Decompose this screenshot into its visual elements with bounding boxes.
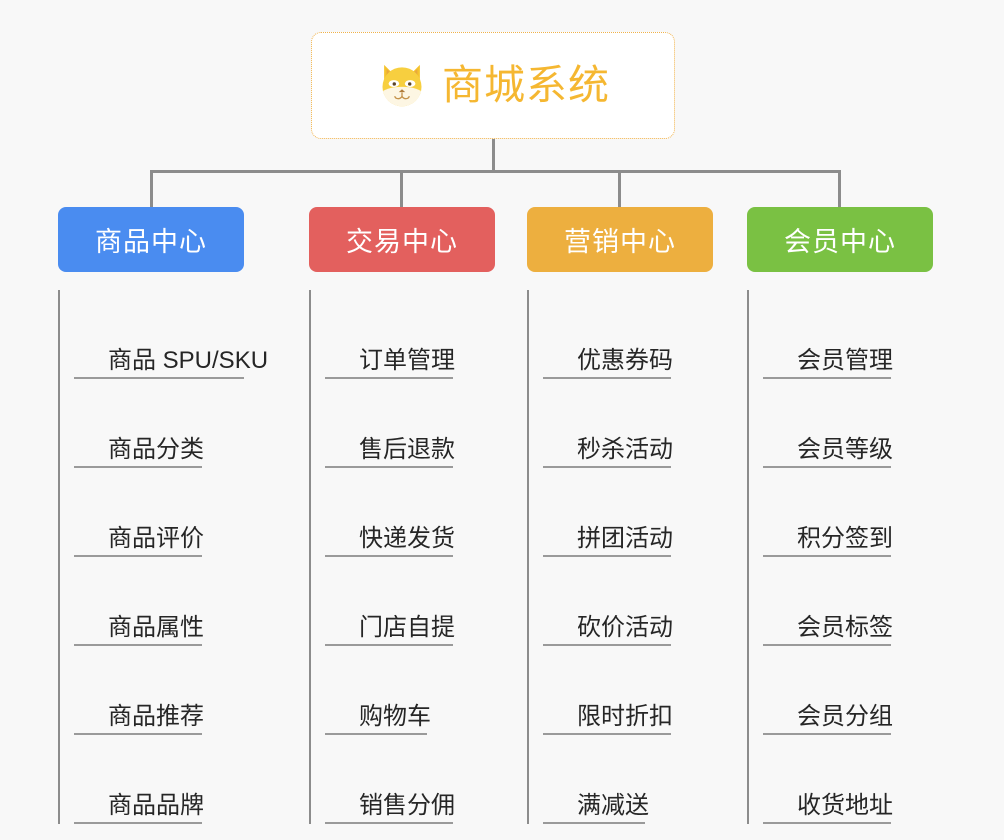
list-item[interactable]: 会员等级 — [763, 379, 933, 468]
branch-trade-center: 交易中心 订单管理 售后退款 快递发货 门店自提 购物车 销售分佣 — [309, 207, 495, 824]
list-item[interactable]: 收货地址 — [763, 735, 933, 824]
list-item-label: 购物车 — [359, 703, 431, 731]
list-item[interactable]: 商品推荐 — [74, 646, 244, 735]
branch-item-list-product-center: 商品 SPU/SKU 商品分类 商品评价 商品属性 商品推荐 商品品牌 — [58, 290, 268, 824]
connector-drop-product-center — [150, 170, 153, 207]
list-item[interactable]: 优惠券码 — [543, 290, 713, 379]
list-item-label: 会员分组 — [797, 703, 893, 731]
list-item[interactable]: 购物车 — [325, 646, 495, 735]
list-item-label: 商品评价 — [108, 525, 204, 553]
list-item[interactable]: 会员管理 — [763, 290, 933, 379]
connector-drop-trade-center — [400, 170, 403, 207]
list-item[interactable]: 商品属性 — [74, 557, 244, 646]
list-item[interactable]: 门店自提 — [325, 557, 495, 646]
list-item[interactable]: 砍价活动 — [543, 557, 713, 646]
list-item-label: 收货地址 — [797, 792, 893, 820]
connector-drop-marketing-center — [618, 170, 621, 207]
shiba-dog-face-icon — [382, 64, 422, 106]
list-item-label: 满减送 — [577, 792, 649, 820]
branch-header-product-center[interactable]: 商品中心 — [58, 207, 244, 272]
branch-header-trade-center[interactable]: 交易中心 — [309, 207, 495, 272]
connector-root-stem — [492, 139, 495, 172]
list-item-label: 商品 SPU/SKU — [108, 347, 269, 375]
list-item-label: 商品分类 — [108, 436, 204, 464]
connector-horizontal-bus — [150, 170, 841, 173]
root-title: 商城系统 — [442, 62, 610, 108]
branch-item-list-trade-center: 订单管理 售后退款 快递发货 门店自提 购物车 销售分佣 — [309, 290, 495, 824]
branch-header-label: 商品中心 — [95, 227, 207, 257]
list-item-label: 会员管理 — [797, 347, 893, 375]
list-item-label: 优惠券码 — [577, 347, 673, 375]
branch-header-marketing-center[interactable]: 营销中心 — [527, 207, 713, 272]
list-item-label: 积分签到 — [797, 525, 893, 553]
list-item[interactable]: 秒杀活动 — [543, 379, 713, 468]
list-item[interactable]: 会员标签 — [763, 557, 933, 646]
list-item[interactable]: 满减送 — [543, 735, 713, 824]
list-item[interactable]: 商品分类 — [74, 379, 244, 468]
branch-member-center: 会员中心 会员管理 会员等级 积分签到 会员标签 会员分组 收货地址 — [747, 207, 933, 824]
list-item-label: 会员标签 — [797, 614, 893, 642]
list-item-label: 限时折扣 — [577, 703, 673, 731]
list-item-label: 拼团活动 — [577, 525, 673, 553]
list-item[interactable]: 售后退款 — [325, 379, 495, 468]
list-item-label: 订单管理 — [359, 347, 455, 375]
list-item-label: 商品品牌 — [108, 792, 204, 820]
list-item[interactable]: 商品评价 — [74, 468, 244, 557]
branch-header-label: 交易中心 — [346, 227, 458, 257]
branch-item-list-member-center: 会员管理 会员等级 积分签到 会员标签 会员分组 收货地址 — [747, 290, 933, 824]
branch-item-list-marketing-center: 优惠券码 秒杀活动 拼团活动 砍价活动 限时折扣 满减送 — [527, 290, 713, 824]
list-item[interactable]: 订单管理 — [325, 290, 495, 379]
list-item[interactable]: 销售分佣 — [325, 735, 495, 824]
list-item[interactable]: 会员分组 — [763, 646, 933, 735]
list-item[interactable]: 拼团活动 — [543, 468, 713, 557]
root-node[interactable]: 商城系统 — [311, 32, 675, 139]
branch-marketing-center: 营销中心 优惠券码 秒杀活动 拼团活动 砍价活动 限时折扣 满减送 — [527, 207, 713, 824]
branch-header-label: 营销中心 — [564, 227, 676, 257]
list-item[interactable]: 商品 SPU/SKU — [74, 290, 268, 379]
branch-header-label: 会员中心 — [784, 227, 896, 257]
list-item-label: 快递发货 — [359, 525, 455, 553]
list-item-label: 门店自提 — [359, 614, 455, 642]
list-item-label: 商品推荐 — [108, 703, 204, 731]
list-item[interactable]: 积分签到 — [763, 468, 933, 557]
list-item[interactable]: 快递发货 — [325, 468, 495, 557]
connector-drop-member-center — [838, 170, 841, 207]
list-item-label: 商品属性 — [108, 614, 204, 642]
list-item[interactable]: 限时折扣 — [543, 646, 713, 735]
list-item-label: 秒杀活动 — [577, 436, 673, 464]
branch-header-member-center[interactable]: 会员中心 — [747, 207, 933, 272]
list-item-label: 砍价活动 — [577, 614, 673, 642]
list-item[interactable]: 商品品牌 — [74, 735, 244, 824]
branch-product-center: 商品中心 商品 SPU/SKU 商品分类 商品评价 商品属性 商品推荐 商品品牌 — [58, 207, 268, 824]
list-item-label: 售后退款 — [359, 436, 455, 464]
list-item-label: 销售分佣 — [359, 792, 455, 820]
list-item-label: 会员等级 — [797, 436, 893, 464]
